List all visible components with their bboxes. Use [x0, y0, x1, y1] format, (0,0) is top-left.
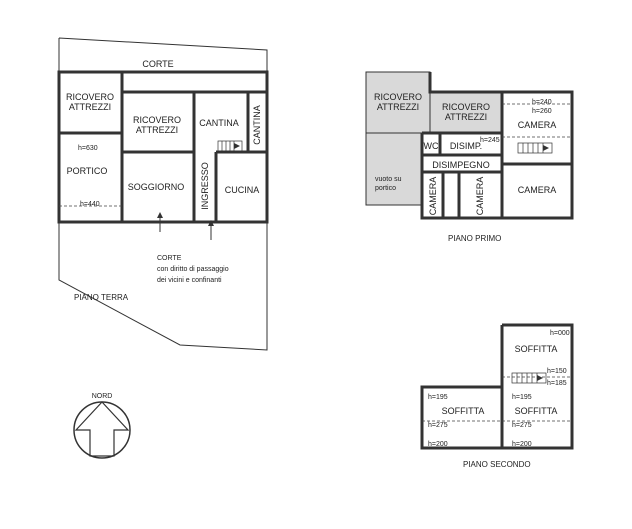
piano-terra-plan: CORTE RICOVERO ATTREZZI RICOVERO ATTREZZ… — [57, 37, 269, 351]
label-height: h=000 — [550, 330, 570, 337]
label-camera: CAMERA — [475, 177, 485, 216]
label-disimpegno: DISIMPEGNO — [432, 160, 490, 170]
label-cantina: CANTINA — [199, 118, 239, 128]
label-cucina: CUCINA — [225, 185, 260, 195]
label-height: h=440 — [80, 201, 100, 208]
grey-area-vuoto — [365, 132, 423, 206]
label-corte-bottom: CORTE — [157, 255, 182, 262]
label-height: h=260 — [532, 108, 552, 115]
title-piano-secondo: PIANO SECONDO — [463, 460, 531, 469]
label-soffitta: SOFFITTA — [515, 406, 558, 416]
piano-secondo-plan: h=000 SOFFITTA h=150 h=185 h=195 h=195 S… — [420, 323, 574, 469]
piano-primo-plan: RICOVERO ATTREZZI RICOVERO ATTREZZI h=24… — [365, 71, 574, 243]
label-height: h=630 — [78, 145, 98, 152]
label-camera: CAMERA — [518, 120, 557, 130]
label-nord: NORD — [92, 393, 113, 400]
label-height: h=200 — [428, 441, 448, 448]
stairs-icon — [517, 142, 553, 154]
label-vuoto: vuoto su — [375, 176, 402, 183]
label-wc: WC — [424, 141, 439, 151]
label-height: h=150 — [547, 368, 567, 375]
label-height: h=185 — [547, 380, 567, 387]
label-vuoto: portico — [375, 185, 396, 192]
label-ricovero-attrezzi: RICOVERO — [66, 92, 114, 102]
label-height: h=195 — [512, 394, 532, 401]
label-cantina: CANTINA — [252, 105, 262, 145]
label-camera: CAMERA — [518, 185, 557, 195]
entrance-arrow-icon — [208, 220, 214, 240]
entrance-arrow-icon — [157, 212, 163, 232]
stairs-icon — [511, 372, 547, 384]
label-ricovero-attrezzi: RICOVERO — [133, 115, 181, 125]
label-ricovero-attrezzi: RICOVERO — [442, 102, 490, 112]
label-height: h=275 — [512, 422, 532, 429]
label-height: h=275 — [428, 422, 448, 429]
building-outline — [420, 72, 574, 220]
building-outline — [57, 70, 269, 224]
title-piano-terra: PIANO TERRA — [74, 293, 129, 302]
label-ricovero-attrezzi: RICOVERO — [374, 92, 422, 102]
label-corte-top: CORTE — [142, 59, 173, 69]
label-ingresso: INGRESSO — [200, 162, 210, 210]
label-height: h=245 — [480, 137, 500, 144]
label-height: h=200 — [512, 441, 532, 448]
label-soffitta: SOFFITTA — [515, 344, 558, 354]
label-soffitta: SOFFITTA — [442, 406, 485, 416]
label-height: h=195 — [428, 394, 448, 401]
stairs-icon — [217, 140, 243, 152]
north-compass-icon: NORD — [73, 393, 131, 459]
label-ricovero-attrezzi: ATTREZZI — [377, 102, 419, 112]
label-soggiorno: SOGGIORNO — [128, 182, 185, 192]
label-ricovero-attrezzi: ATTREZZI — [445, 112, 487, 122]
site-outline — [58, 37, 268, 351]
label-camera: CAMERA — [428, 177, 438, 216]
label-ricovero-attrezzi: ATTREZZI — [136, 125, 178, 135]
label-ricovero-attrezzi: ATTREZZI — [69, 102, 111, 112]
label-portico: PORTICO — [67, 166, 108, 176]
label-corte-bottom: con diritto di passaggio — [157, 266, 229, 273]
label-height: h=240 — [532, 99, 552, 106]
label-disimp: DISIMP. — [450, 141, 482, 151]
label-corte-bottom: dei vicini e confinanti — [157, 277, 222, 284]
title-piano-primo: PIANO PRIMO — [448, 234, 501, 243]
